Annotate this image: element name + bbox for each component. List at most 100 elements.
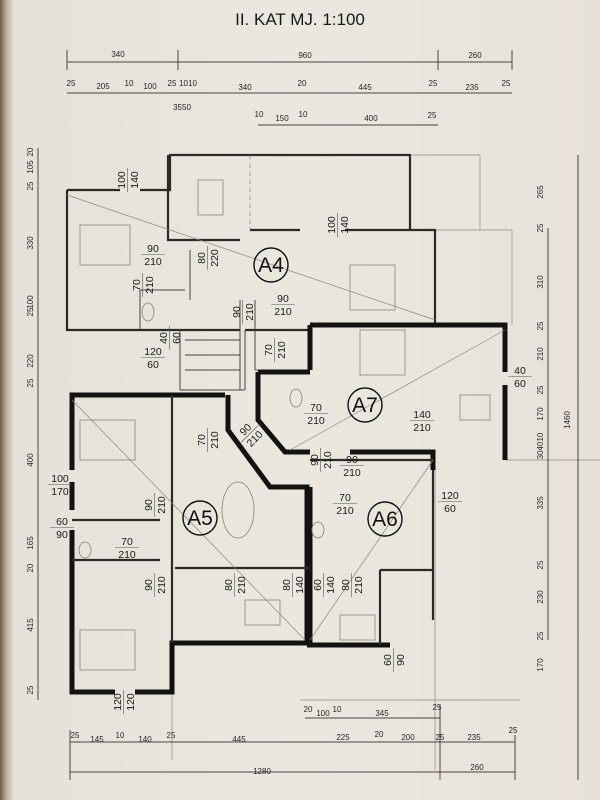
opening-width: 90 [143,579,155,591]
dimension-label: 25 [428,111,437,120]
opening-height: 210 [343,467,361,479]
walls [65,153,600,770]
furniture [78,179,491,671]
dimension-label: 445 [232,735,246,744]
dimension-label: 960 [298,51,312,60]
dimension-label: 150 [275,114,289,123]
opening-height: 90 [395,654,407,666]
table-icon [339,614,376,641]
toilet-icon [289,388,303,408]
opening-width: 100 [326,216,338,234]
dimension-label: 415 [26,618,35,632]
dimension-label: 25 [536,321,545,330]
opening-height: 210 [156,496,168,514]
dimension-label: 25 [67,79,76,88]
dimension-label: 3550 [173,103,191,112]
opening-height: 140 [129,171,141,189]
dimension-label: 230 [536,590,545,604]
dimension-label: 445 [358,83,372,92]
opening-height: 210 [276,341,288,359]
dimension-label: 20 [375,730,384,739]
opening-height: 210 [322,451,334,469]
opening-height: 210 [144,276,156,294]
dimension-label: 225 [336,733,350,742]
opening-width: 100 [51,473,69,485]
dimension-label: 25 [168,79,177,88]
opening-width: 90 [231,306,243,318]
opening-width: 80 [281,579,293,591]
dimension-label: 310 [536,275,545,289]
bed-icon [359,329,406,376]
toilet-icon [141,302,155,322]
dimension-label: 340 [111,50,125,59]
opening-width: 90 [346,454,358,466]
dimension-label: 25 [26,378,35,387]
dimension-label: 335 [536,496,545,510]
dimension-label: 25 [71,731,80,740]
toilet-icon [311,521,325,539]
dimension-label: 220 [26,354,35,368]
opening-height: 170 [51,486,69,498]
opening-width: 140 [413,409,431,421]
opening-width: 70 [339,492,351,504]
dimension-label: 10 [333,705,342,714]
dimension-label: 260 [470,763,484,772]
opening-width: 120 [441,490,459,502]
dimension-label: 25 [429,79,438,88]
opening-height: 210 [209,431,221,449]
toilet-icon [78,541,92,559]
opening-width: 60 [56,516,68,528]
opening-height: 90 [56,529,68,541]
dimension-label: 210 [536,347,545,361]
opening-height: 210 [353,576,365,594]
opening-width: 70 [121,536,133,548]
dimension-label: 25 [502,79,511,88]
dimension-label: 25 [167,731,176,740]
apartment-circle [182,500,218,536]
opening-width: 60 [312,579,324,591]
apartment-label: A5 [187,507,213,530]
dimension-label: 100 [143,82,157,91]
dimension-label: 205 [96,82,110,91]
dimension-label: 25 [536,560,545,569]
dimension-label: 170 [536,407,545,421]
dimension-label: 165 [26,536,35,550]
bed-icon [79,419,136,461]
dimension-label: 140 [138,735,152,744]
dimension-label: 100 [26,295,35,309]
opening-height: 60 [514,378,526,390]
dimension-label: 345 [375,709,389,718]
opening-height: 60 [147,359,159,371]
dimension-label: 25 [26,307,35,316]
opening-height: 140 [339,216,351,234]
bed-icon [349,264,396,311]
dimension-label: 260 [468,51,482,60]
dimension-label: 10 [255,110,264,119]
dimension-label: 25 [26,685,35,694]
table-icon [244,599,281,626]
dimension-label: 25 [436,733,445,742]
dimension-label: 1460 [563,411,572,429]
dimension-label: 20 [26,147,35,156]
opening-height: 210 [156,576,168,594]
opening-width: 70 [131,279,143,291]
